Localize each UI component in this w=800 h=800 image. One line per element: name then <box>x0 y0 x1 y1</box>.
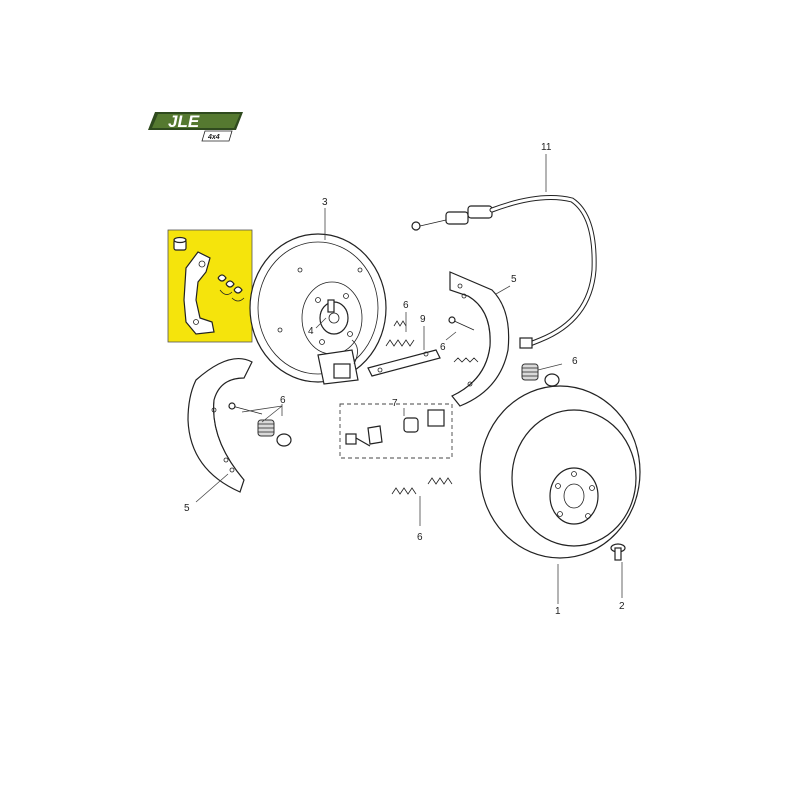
adjuster-strut <box>367 349 441 377</box>
brake-drum <box>479 385 641 559</box>
fitting-kit-box <box>339 403 453 459</box>
right-brake-shoe <box>449 271 510 407</box>
leader-lines <box>195 154 623 604</box>
wheel-cylinder-icon <box>333 363 351 379</box>
callout-5-right: 5 <box>511 274 517 285</box>
clip-icon <box>217 274 227 282</box>
callout-7: 7 <box>392 398 398 409</box>
callout-11: 11 <box>541 142 552 153</box>
handbrake-lever-icon <box>183 251 215 335</box>
callout-6-left: 6 <box>280 395 286 406</box>
lever-kit-inset <box>167 229 253 343</box>
callout-1: 1 <box>555 606 561 617</box>
callout-6-upper: 6 <box>403 300 409 311</box>
callout-labels: 11 3 4 5 6 9 6 6 7 6 5 6 1 2 <box>184 142 625 617</box>
callout-6-lower: 6 <box>417 532 423 543</box>
callout-4: 4 <box>308 326 314 337</box>
handbrake-cable <box>411 195 597 349</box>
logo-sub-text: 4x4 <box>207 134 220 141</box>
callout-6-right: 6 <box>572 356 578 367</box>
drum-screw <box>610 543 626 561</box>
callout-3: 3 <box>322 197 328 208</box>
callout-6-pin: 6 <box>440 342 446 353</box>
stud-icon <box>327 299 335 313</box>
logo-brand-text: JLE <box>168 112 200 131</box>
callout-2: 2 <box>619 601 625 612</box>
jle-logo: JLE 4x4 <box>148 112 243 142</box>
springs <box>228 316 560 495</box>
callout-9: 9 <box>420 314 426 325</box>
spring-icon <box>385 339 415 347</box>
backing-plate <box>249 233 387 385</box>
callout-5-left: 5 <box>184 503 190 514</box>
left-brake-shoe <box>187 358 253 493</box>
